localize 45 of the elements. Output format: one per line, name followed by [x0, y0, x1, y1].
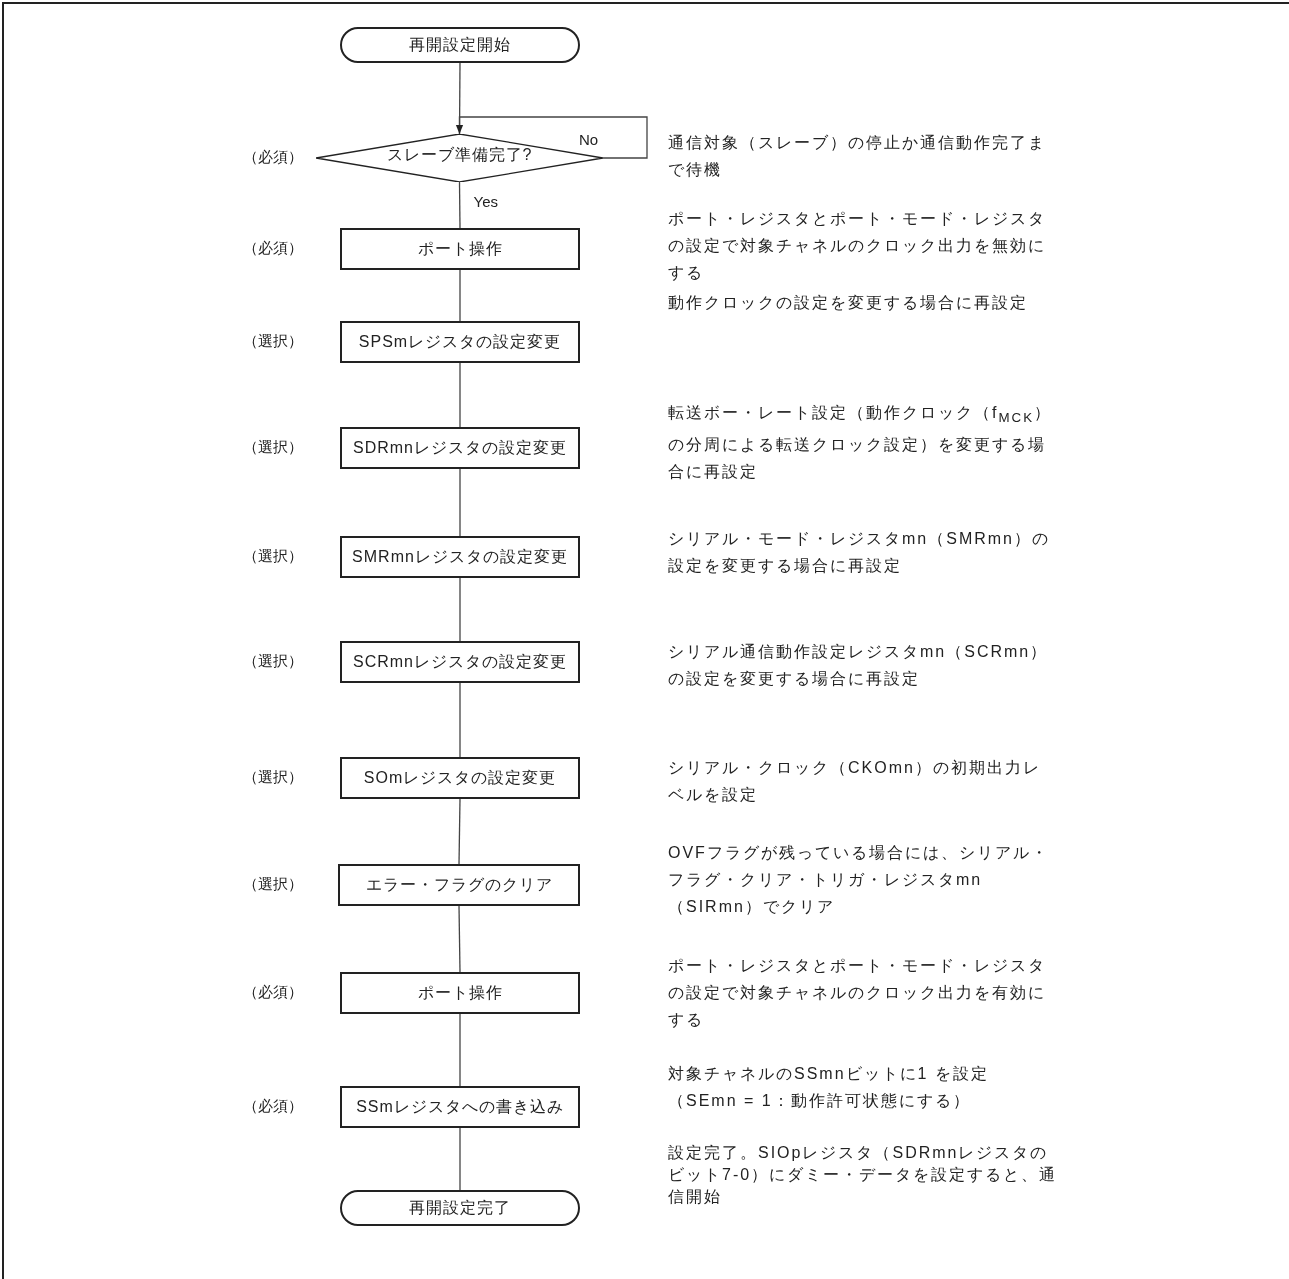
process-box: SSmレジスタへの書き込み: [340, 1086, 580, 1128]
description-text: ポート・レジスタとポート・モード・レジスタの設定で対象チャネルのクロック出力を無効にする: [668, 209, 1047, 283]
connector-line: [459, 468, 461, 537]
description-text: ポート・レジスタとポート・モード・レジスタの設定で対象チャネルのクロック出力を有効にする: [668, 956, 1047, 1030]
description-text: OVFフラグが残っている場合には、シリアル・フラグ・クリア・トリガ・レジスタmn（SIRmn）でクリア: [668, 843, 1050, 917]
process-box: ポート操作: [340, 228, 580, 270]
connector-line: [458, 181, 461, 229]
description-text: 動作クロックの設定を変更する場合に再設定: [668, 293, 1029, 313]
process-box: SPSmレジスタの設定変更: [340, 321, 580, 363]
connector-line: [459, 577, 461, 642]
description-text: シリアル・クロック（CKOmn）の初期出力レベルを設定: [668, 758, 1042, 805]
process-box: SMRmnレジスタの設定変更: [340, 536, 580, 578]
requirement-note: （選択）: [243, 768, 303, 787]
requirement-note: （選択）: [243, 652, 303, 671]
description-text: シリアル通信動作設定レジスタmn（SCRmn）の設定を変更する場合に再設定: [668, 642, 1050, 689]
connector-line: [459, 362, 461, 428]
decision-text: スレーブ準備完了?: [386, 144, 533, 165]
requirement-note: （選択）: [243, 547, 303, 566]
description-text: 転送ボー・レート設定（動作クロック（f$_{MCK}$）の分周による転送クロック設定）を変更する場合に再設定: [668, 403, 1054, 483]
process-box: SOmレジスタの設定変更: [340, 757, 580, 799]
arrow: [455, 116, 648, 159]
process-box: SCRmnレジスタの設定変更: [340, 641, 580, 683]
requirement-note: （必須）: [243, 148, 303, 167]
connector-line: [458, 798, 461, 865]
process-box: ポート操作: [340, 972, 580, 1014]
requirement-note: （必須）: [243, 983, 303, 1002]
description-text: シリアル・モード・レジスタmn（SMRmn）の設定を変更する場合に再設定: [668, 529, 1051, 576]
connector-line: [459, 1127, 461, 1191]
description-text: 設定完了。SIOpレジスタ（SDRmnレジスタのビット7-0）にダミー・データを設定すると、通信開始: [668, 1143, 1058, 1207]
connector-line: [459, 269, 461, 322]
process-box: SDRmnレジスタの設定変更: [340, 427, 580, 469]
requirement-note: （必須）: [243, 1097, 303, 1116]
decision-diamond: [316, 134, 603, 182]
description-text: 通信対象（スレーブ）の停止か通信動作完了まで待機: [668, 133, 1047, 180]
description-text: 対象チャネルのSSmnビットに1 を設定（SEmn = 1：動作許可状態にする）: [668, 1064, 990, 1111]
connector-line: [458, 905, 461, 973]
process-box: エラー・フラグのクリア: [338, 864, 580, 906]
connector-line: [459, 682, 461, 758]
requirement-note: （選択）: [243, 875, 303, 894]
requirement-note: （選択）: [243, 438, 303, 457]
connector-line: [459, 1013, 461, 1087]
requirement-note: （選択）: [243, 332, 303, 351]
terminal-shape: 再開設定完了: [340, 1190, 580, 1226]
requirement-note: （必須）: [243, 239, 303, 258]
terminal-shape: 再開設定開始: [340, 27, 580, 63]
